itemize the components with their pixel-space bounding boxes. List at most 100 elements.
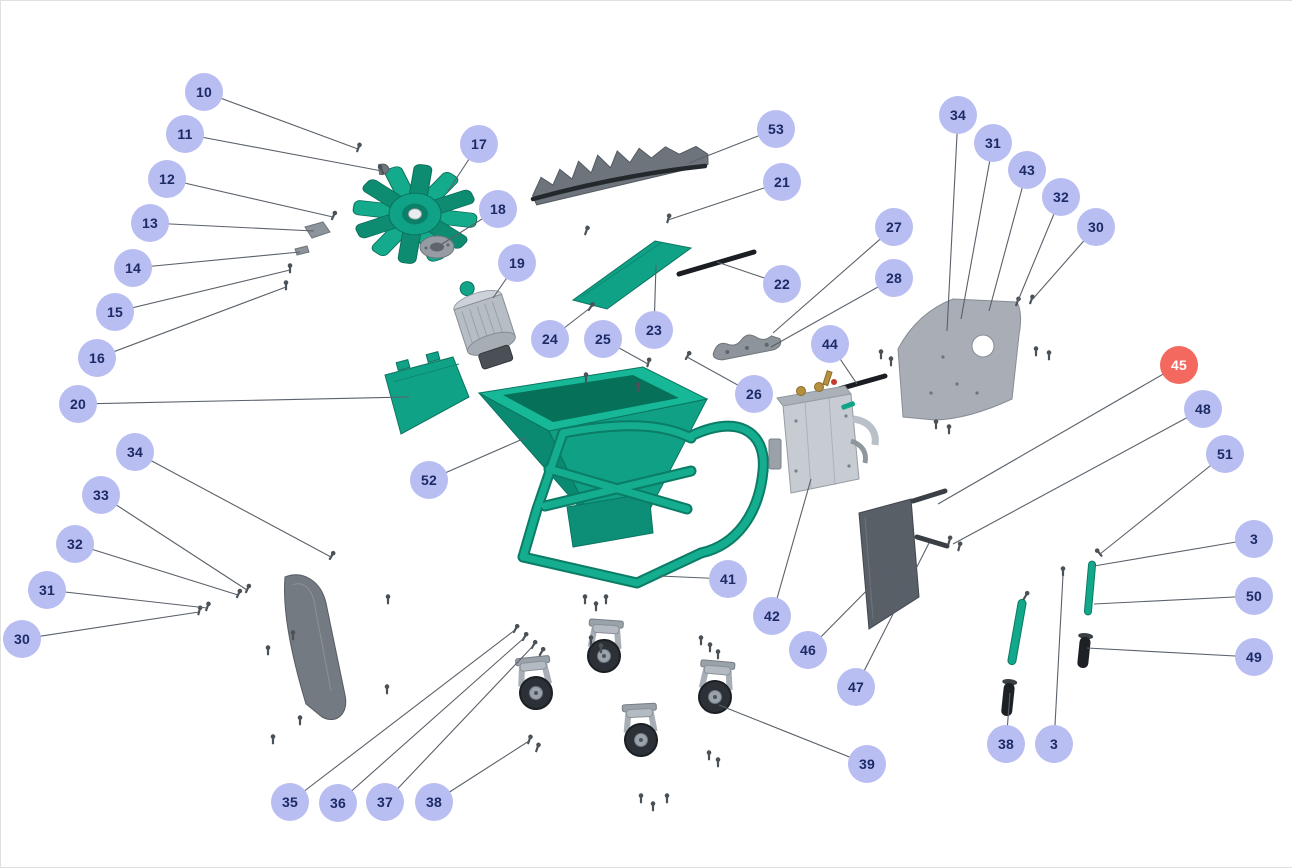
pump-tank-part [768, 370, 879, 494]
leader-line-48 [952, 408, 1204, 545]
balloon-48[interactable]: 48 [1184, 390, 1222, 428]
balloon-39[interactable]: 39 [848, 745, 886, 783]
leader-line-32 [74, 543, 239, 596]
balloon-47[interactable]: 47 [837, 668, 875, 706]
parts-layer [195, 141, 1104, 812]
manifold-bracket-part [712, 334, 782, 361]
balloon-36[interactable]: 36 [319, 784, 357, 822]
side-panel-right-part [897, 298, 1022, 421]
balloon-38-left[interactable]: 38 [415, 783, 453, 821]
balloon-10[interactable]: 10 [185, 73, 223, 111]
leader-line-30 [21, 611, 200, 640]
side-plate-part [384, 350, 470, 435]
balloon-3-bottom[interactable]: 3 [1035, 725, 1073, 763]
balloon-53[interactable]: 53 [757, 110, 795, 148]
handle-grip-part [1001, 679, 1018, 716]
leader-line-49 [1086, 647, 1255, 658]
leader-line-13 [149, 222, 315, 232]
balloon-45[interactable]: 45 [1160, 346, 1198, 384]
leader-line-47 [855, 542, 930, 688]
leader-line-31 [960, 142, 994, 320]
balloon-28[interactable]: 28 [875, 259, 913, 297]
balloon-49[interactable]: 49 [1235, 638, 1273, 676]
balloon-15[interactable]: 15 [96, 293, 134, 331]
balloon-12[interactable]: 12 [148, 160, 186, 198]
small-bar-part [294, 245, 310, 256]
leader-line-34 [134, 451, 332, 558]
leader-line-50 [1093, 595, 1255, 605]
leader-line-33 [100, 494, 248, 591]
balloon-17[interactable]: 17 [460, 125, 498, 163]
balloon-44[interactable]: 44 [811, 325, 849, 363]
balloon-16[interactable]: 16 [78, 339, 116, 377]
leader-line-15 [114, 269, 291, 313]
balloon-26[interactable]: 26 [735, 375, 773, 413]
leader-line-3 [1053, 574, 1064, 745]
leader-line-31 [46, 589, 208, 609]
balloon-24[interactable]: 24 [531, 320, 569, 358]
balloon-20[interactable]: 20 [59, 385, 97, 423]
leader-line-45 [937, 364, 1180, 505]
balloon-25[interactable]: 25 [584, 320, 622, 358]
chute-plate-part [571, 240, 693, 310]
balloon-18[interactable]: 18 [479, 190, 517, 228]
balloon-19[interactable]: 19 [498, 244, 536, 282]
balloon-35[interactable]: 35 [271, 783, 309, 821]
leader-line-35 [289, 629, 516, 803]
handle-tube-part [1007, 598, 1027, 666]
leader-line-28 [770, 277, 895, 348]
balloon-34-right[interactable]: 34 [939, 96, 977, 134]
balloon-31-left[interactable]: 31 [28, 571, 66, 609]
balloon-11[interactable]: 11 [166, 115, 204, 153]
balloon-21[interactable]: 21 [763, 163, 801, 201]
balloon-30-right[interactable]: 30 [1077, 208, 1115, 246]
balloon-50[interactable]: 50 [1235, 577, 1273, 615]
leader-line-39 [718, 704, 868, 765]
balloon-3-right[interactable]: 3 [1235, 520, 1273, 558]
leader-line-10 [203, 91, 359, 150]
leader-line-12 [166, 178, 334, 218]
leader-line-3 [1093, 538, 1255, 567]
balloon-31-right[interactable]: 31 [974, 124, 1012, 162]
leader-line-20 [77, 396, 410, 405]
balloon-46[interactable]: 46 [789, 631, 827, 669]
small-plate-part [304, 221, 331, 239]
balloon-43[interactable]: 43 [1008, 151, 1046, 189]
balloon-14[interactable]: 14 [114, 249, 152, 287]
balloon-13[interactable]: 13 [131, 204, 169, 242]
balloon-32-right[interactable]: 32 [1042, 178, 1080, 216]
handle-grip-part [1077, 633, 1094, 668]
leader-line-14 [132, 251, 301, 269]
wear-strip-part [910, 488, 948, 504]
leader-line-34 [946, 114, 959, 332]
balloon-38-right[interactable]: 38 [987, 725, 1025, 763]
seal-rod-part [676, 249, 757, 277]
leader-line-51 [1099, 453, 1226, 555]
fan-impeller-part [352, 164, 478, 264]
balloon-27[interactable]: 27 [875, 208, 913, 246]
balloon-33[interactable]: 33 [82, 476, 120, 514]
balloon-37[interactable]: 37 [366, 783, 404, 821]
wear-strip-part [914, 534, 950, 549]
leader-line-37 [384, 645, 534, 803]
balloon-52[interactable]: 52 [410, 461, 448, 499]
leader-line-11 [184, 133, 383, 172]
leader-line-16 [96, 286, 287, 359]
balloon-41[interactable]: 41 [709, 560, 747, 598]
fender-panel-part [284, 574, 347, 720]
leader-line-27 [772, 226, 895, 334]
cart-frame-part [517, 420, 769, 589]
balloon-42[interactable]: 42 [753, 597, 791, 635]
balloon-22[interactable]: 22 [763, 265, 801, 303]
balloon-32-left[interactable]: 32 [56, 525, 94, 563]
leader-line-42 [771, 478, 812, 617]
balloon-51[interactable]: 51 [1206, 435, 1244, 473]
balloon-30-left[interactable]: 30 [3, 620, 41, 658]
handle-tube-part [1083, 560, 1097, 616]
leader-line-43 [988, 169, 1028, 312]
balloon-34-left[interactable]: 34 [116, 433, 154, 471]
knife-bar-part [530, 163, 708, 202]
balloon-23[interactable]: 23 [635, 311, 673, 349]
